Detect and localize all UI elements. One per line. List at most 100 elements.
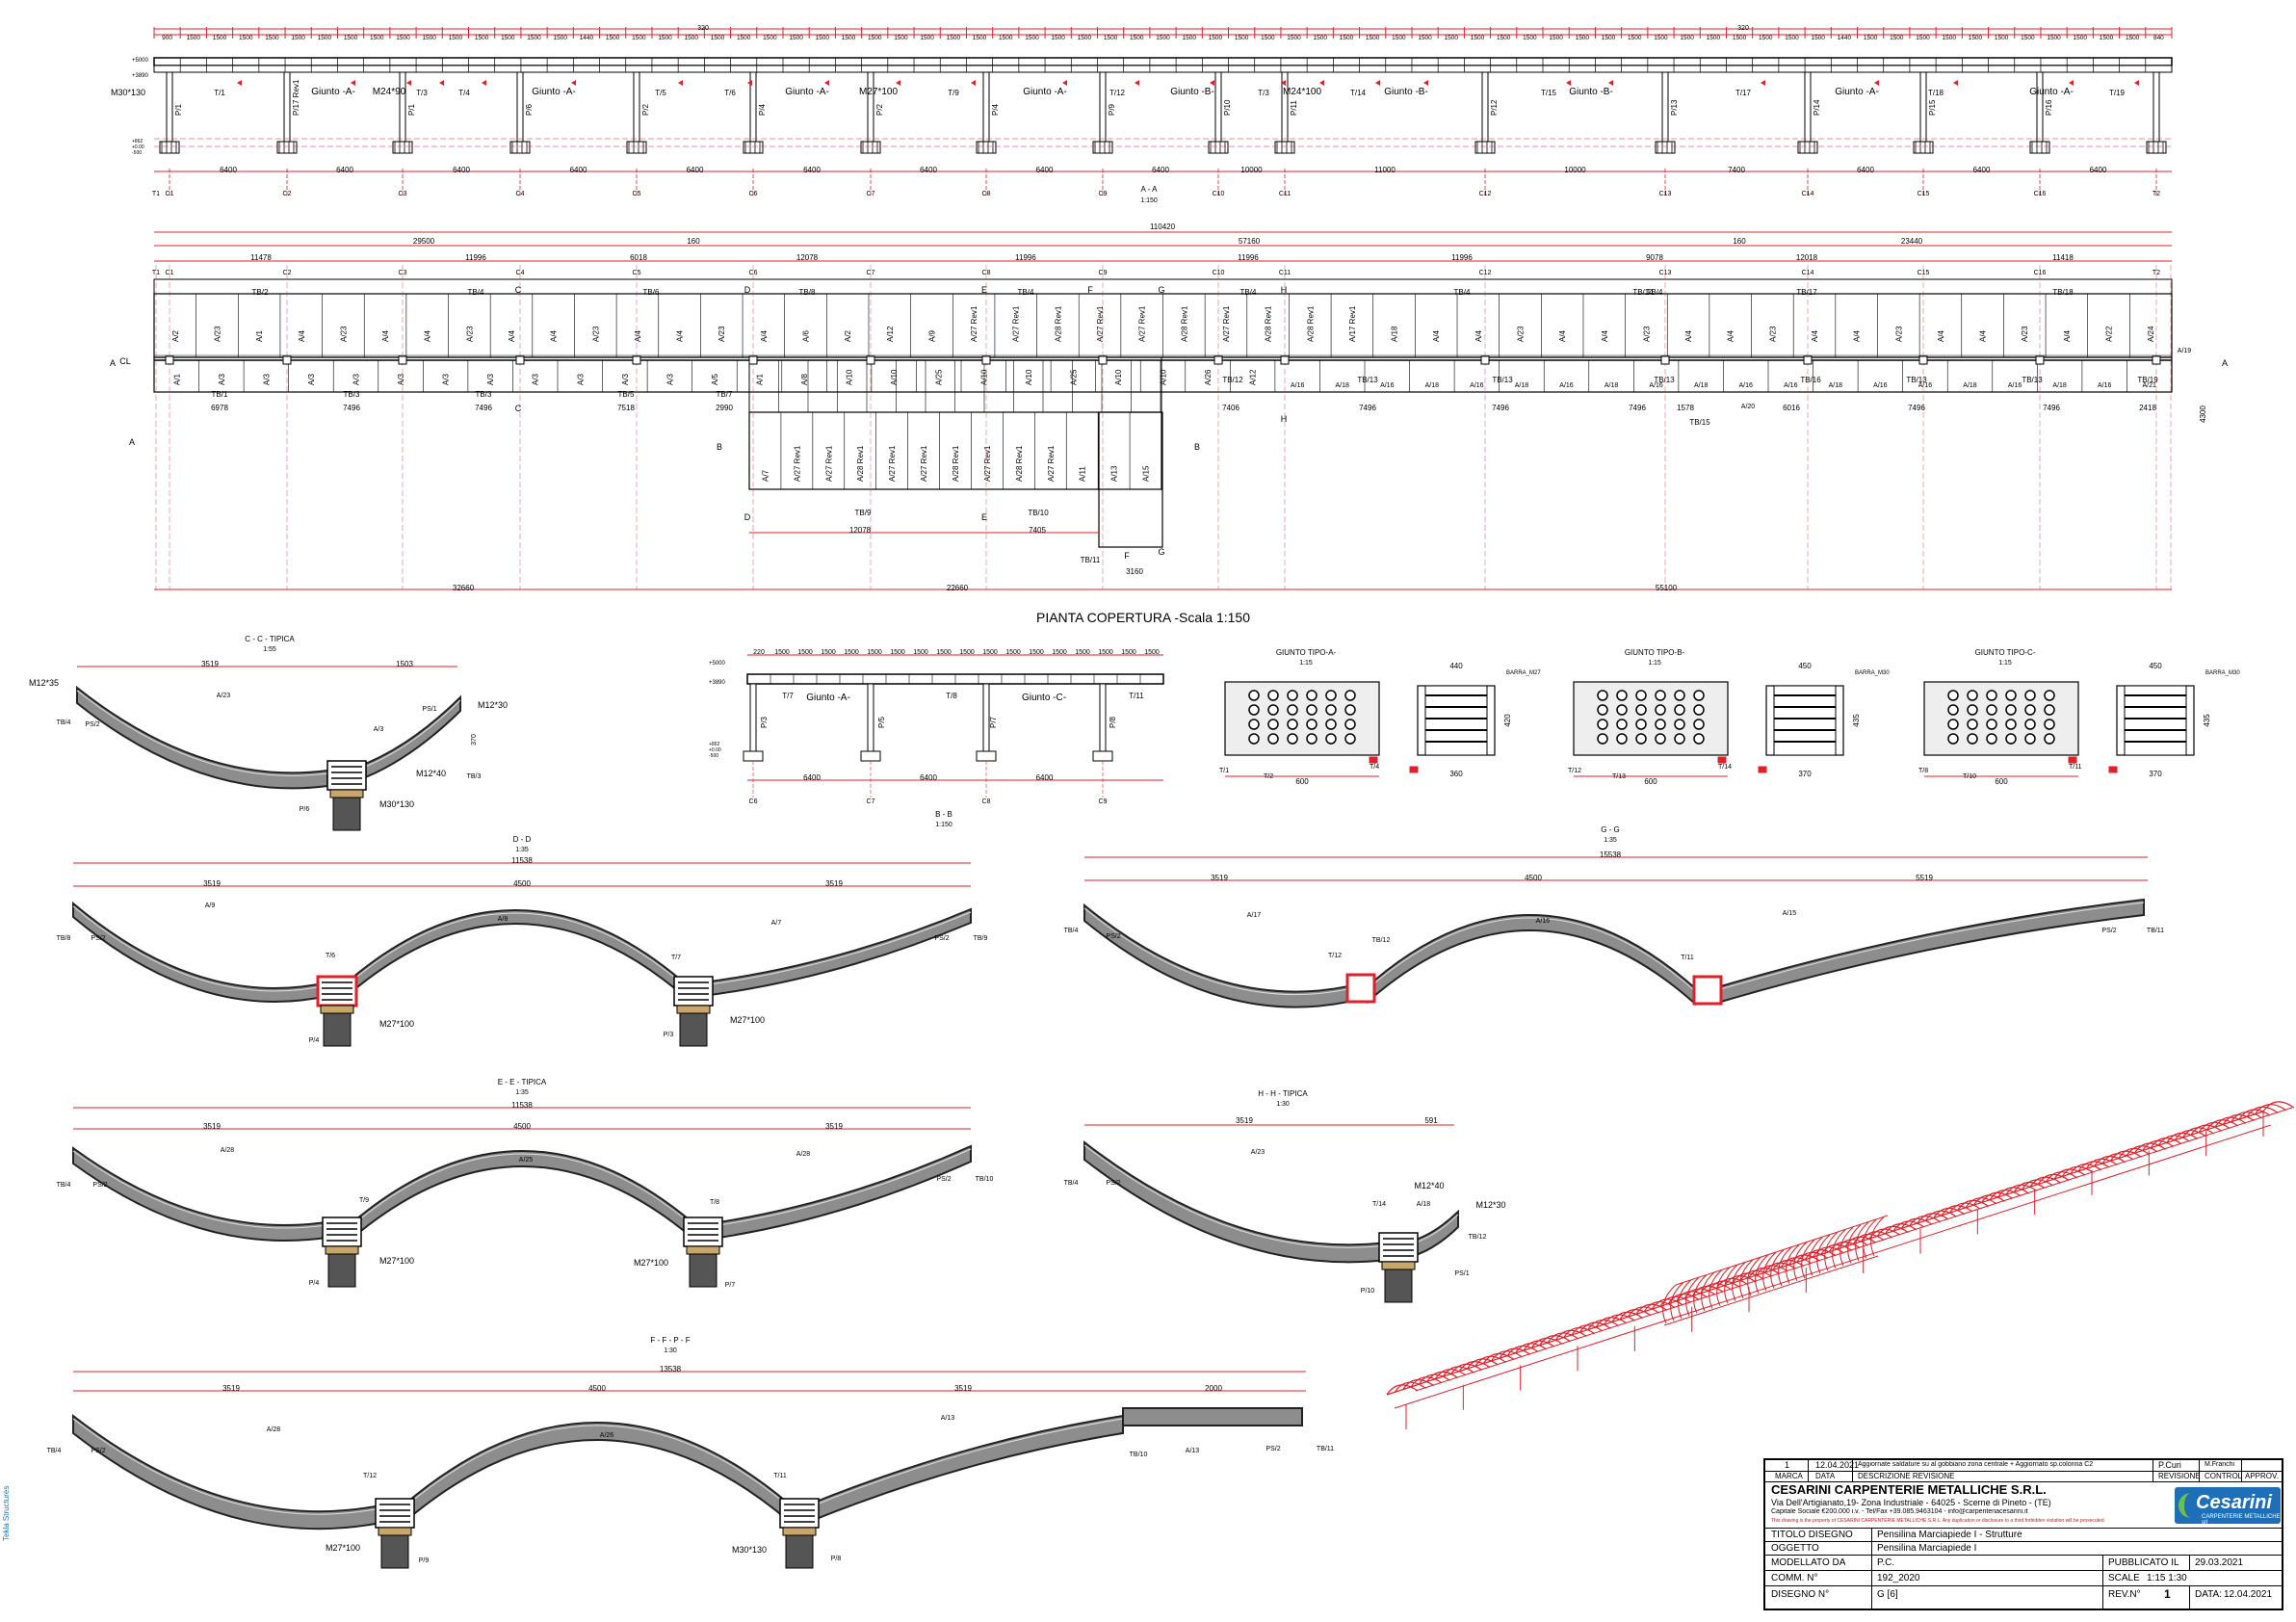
iso-rafter (1595, 1317, 1628, 1328)
axis-label: C4 (516, 191, 525, 197)
section-scale: 1:35 (515, 1089, 529, 1096)
plan-rafter-label: A/4 (634, 329, 642, 342)
dim-text: 1500 (737, 35, 751, 41)
section-label: A/16 (1536, 918, 1551, 925)
curved-rafter (72, 901, 328, 1003)
tb-label: TB/2 (252, 288, 269, 297)
dim-text: 1500 (1182, 35, 1196, 41)
joint-detail: GIUNTO TIPO-B-1:15600450435370BARRA_M30T… (1568, 648, 1890, 786)
section-label: TB/8 (57, 935, 71, 942)
column-base (392, 141, 413, 154)
beam-label: T/1 (214, 89, 225, 97)
dim-text: 1500 (1209, 35, 1223, 41)
dim-text: 1500 (422, 35, 436, 41)
section-label: PS/2 (92, 1182, 107, 1189)
dim-text: 1500 (1235, 35, 1249, 41)
bolt-label: M30*130 (111, 88, 145, 97)
column-head (673, 976, 714, 1007)
dim-text: 1500 (1785, 35, 1799, 41)
joint-detail: GIUNTO TIPO-C-1:15600450435370BARRA_M30T… (1918, 648, 2240, 786)
axis-label: C12 (1479, 270, 1492, 276)
joint-label: T/10 (1963, 773, 1976, 780)
bolt-hole (1267, 733, 1279, 745)
dim-text: 6400 (1036, 166, 1054, 174)
dim-text: 1500 (844, 649, 859, 656)
joint-detail: GIUNTO TIPO-A-1:15600440420360BARRA_M27T… (1219, 648, 1541, 786)
bolt-label: M12*30 (1475, 1200, 1505, 1210)
beam-label: T/4 (458, 89, 470, 97)
dim-text: 435 (2203, 714, 2211, 727)
beam-label: M24*90 (373, 87, 406, 97)
dim-text: 1500 (2047, 35, 2061, 41)
plan-rafter-label: A/26 (1204, 369, 1213, 385)
section-label: TB/4 (47, 1448, 62, 1454)
dim-text: 6400 (336, 166, 353, 174)
column (1099, 683, 1107, 752)
dim-text: 420 (1503, 714, 1512, 727)
post-label: P/2 (875, 103, 884, 116)
dim-text: 435 (1852, 714, 1861, 727)
dim-text: 1500 (1471, 35, 1485, 41)
axis-label: T2 (2152, 270, 2160, 276)
plan-rafter-label: A/3 (442, 373, 451, 385)
plan-rafter-label: A/12 (1249, 369, 1258, 385)
iso-rafter (2070, 1164, 2101, 1175)
column-base (743, 141, 764, 154)
dim-text: 1500 (291, 35, 305, 41)
section-label: TB/12 (1469, 1234, 1487, 1241)
dim-text: 7496 (475, 404, 492, 412)
section-label: T/12 (363, 1473, 377, 1479)
iso-rafter (2255, 1104, 2286, 1115)
red-arrow-mark (1281, 80, 1286, 86)
dim-text: 11000 (1374, 166, 1396, 174)
tb-label: TB/4 (1240, 288, 1257, 297)
column-base (2029, 141, 2050, 154)
iso-wing-rafter (1693, 1274, 1708, 1314)
section-label: T/6 (326, 953, 335, 959)
dim-text: 1500 (1707, 35, 1721, 41)
post-label: P/14 (1813, 99, 1821, 116)
bolt-hole (1267, 704, 1279, 716)
section-title: D - D (513, 835, 532, 844)
column-marker (866, 355, 875, 365)
dim-text: 1500 (797, 649, 813, 656)
dim-text: 840 (2153, 35, 2164, 41)
section-label: P/7 (725, 1282, 736, 1289)
dim-span: 9078 (1646, 253, 1663, 262)
beam-label: T/3 (416, 89, 428, 97)
rafter-highlight (76, 690, 328, 776)
bolt-hole (1967, 733, 1978, 745)
dim-text: 5519 (1916, 874, 1933, 882)
plan-rafter-label: A/18 (1425, 382, 1440, 389)
axis-label: C1 (166, 191, 174, 197)
column-base (1274, 141, 1295, 154)
bolt-hole (1344, 733, 1356, 745)
iso-rafter (1410, 1376, 1443, 1388)
iso-wing-rafter (1709, 1269, 1723, 1309)
beam-label: Giunto -A- (2029, 87, 2074, 97)
red-arrow-mark (1761, 80, 1765, 86)
tb-label: TB/18 (2052, 288, 2074, 297)
iso-rafter (1627, 1306, 1659, 1318)
label-object: OGGETTO (1771, 1543, 1819, 1554)
plan-rafter-label: A/16 (1470, 382, 1484, 389)
iso-edge (1394, 1124, 2272, 1409)
tb-label: TB/13 (1654, 376, 1675, 384)
plan-rafter-label: A/27 Rev1 (920, 445, 928, 482)
column (2152, 71, 2160, 143)
section-label: A/26 (600, 1432, 614, 1439)
section-mark: B (1194, 442, 1200, 452)
rafter-highlight (712, 1148, 972, 1227)
plan-rafter-label: A/27 Rev1 (983, 445, 992, 482)
bolt-hole (1325, 704, 1337, 716)
dim-total: 11538 (511, 856, 533, 865)
iso-rafter (1917, 1213, 1949, 1224)
section-label: P/6 (300, 806, 310, 813)
dim-text: 1500 (475, 35, 489, 41)
bolt-hole (1655, 690, 1666, 701)
dim-total: 15538 (1600, 850, 1622, 859)
beam-label: T/6 (724, 89, 736, 97)
section-label: A/28 (221, 1147, 235, 1154)
section-label: A/17 (1247, 912, 1262, 919)
